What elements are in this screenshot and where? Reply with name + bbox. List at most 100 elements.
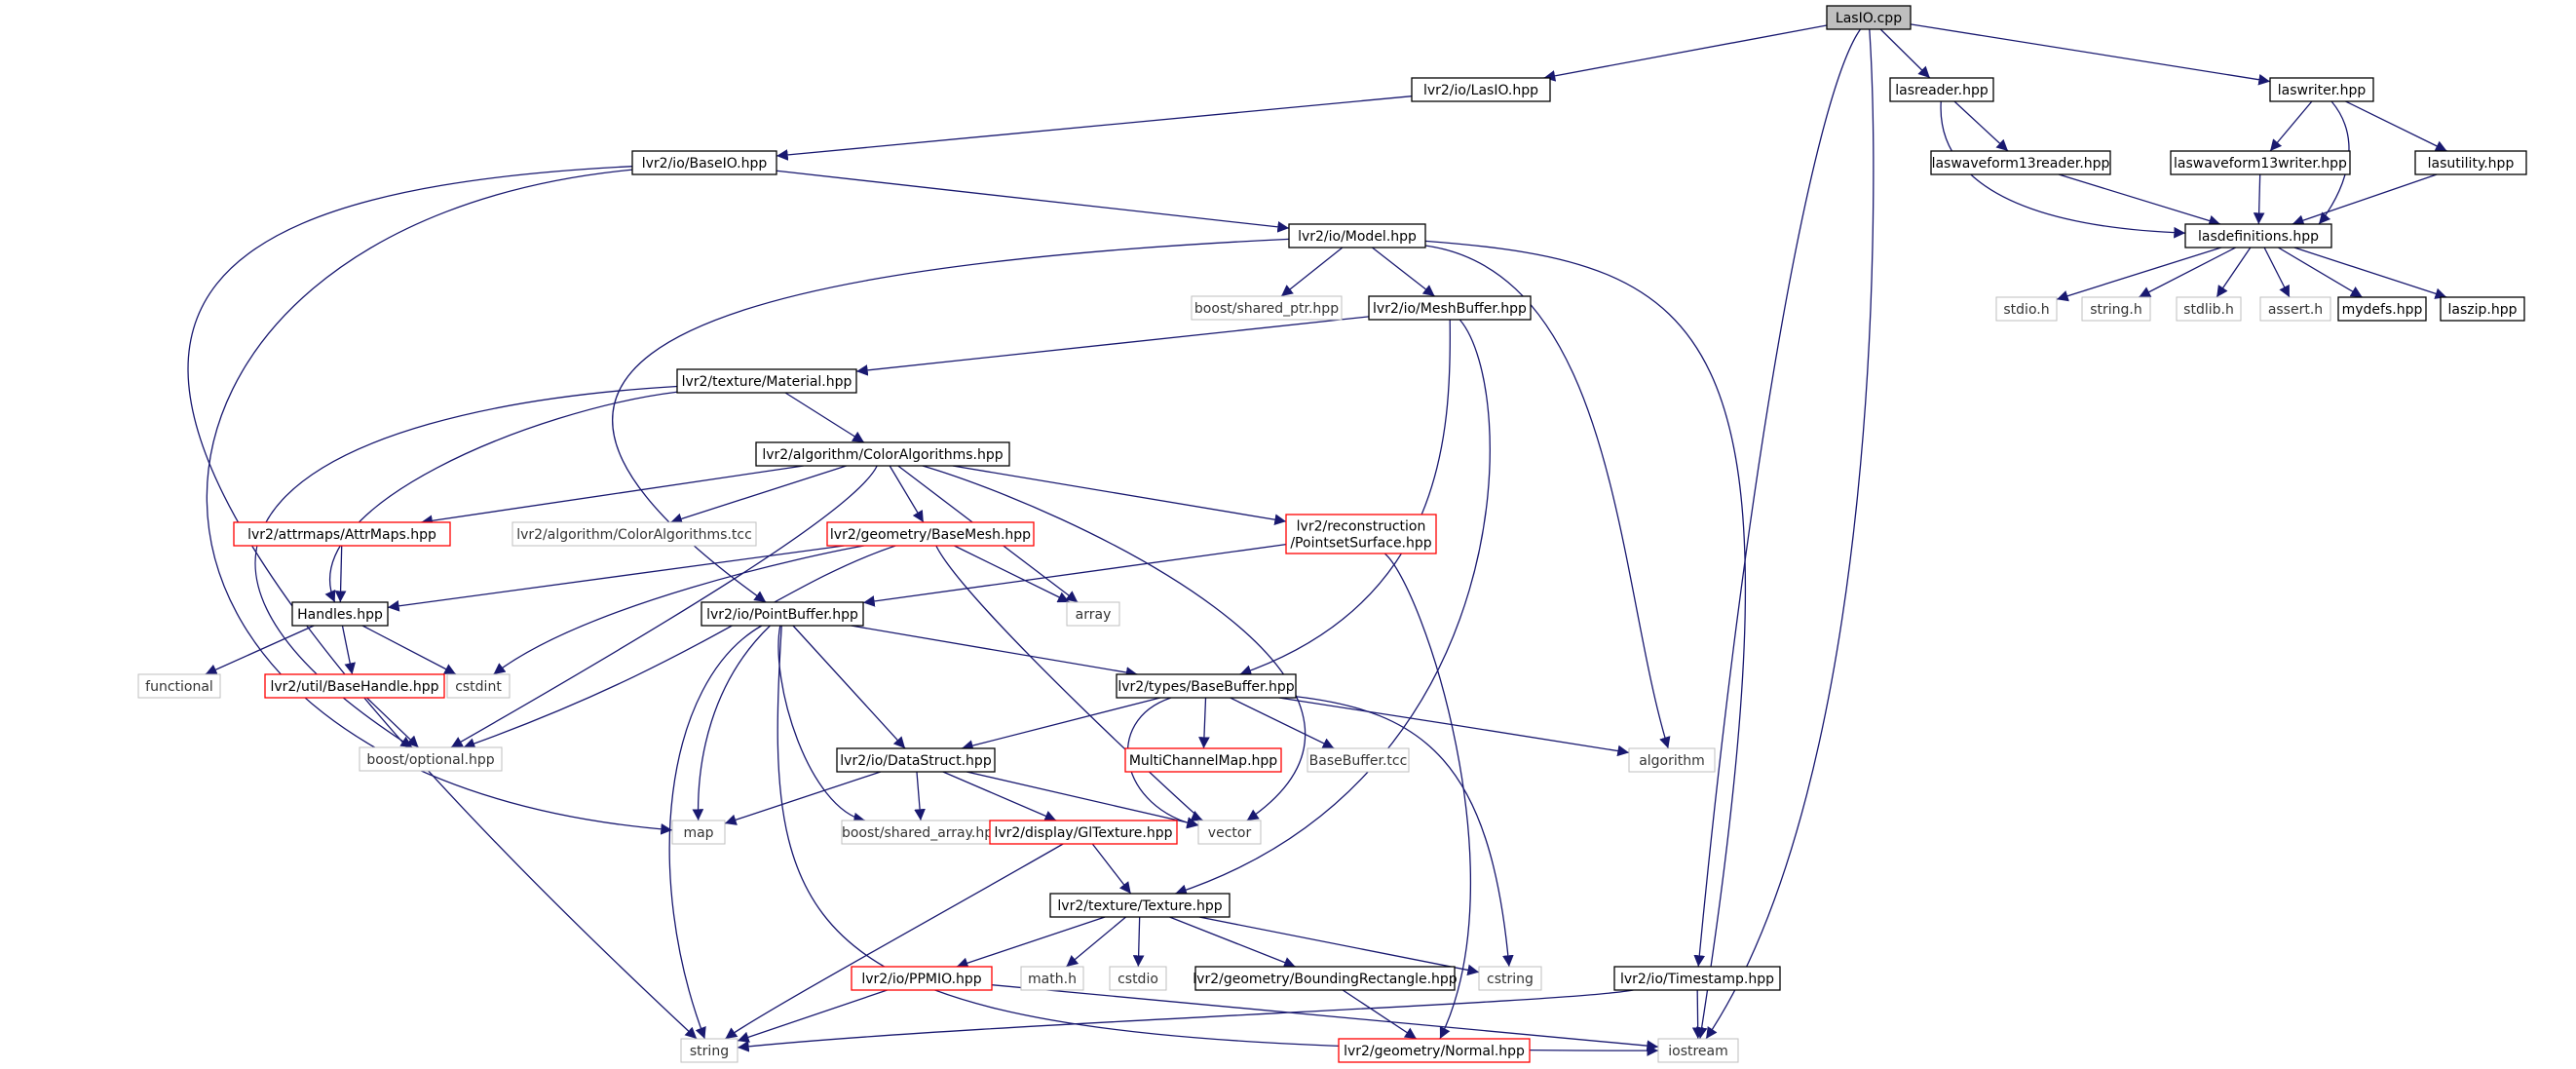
node-baseio[interactable]: lvr2/io/BaseIO.hpp [631,150,777,175]
node-lasio_cpp[interactable]: LasIO.cpp [1826,5,1912,30]
node-label-lasreader: lasreader.hpp [1895,83,1989,98]
node-laszip[interactable]: laszip.hpp [2440,296,2525,322]
node-box-basebuffer_tcc [1307,747,1410,773]
edge-basebuffer-to-algorithm [1278,697,1630,757]
edge-lasio_cpp-to-lasreader [1879,28,1931,79]
node-box-handles [291,601,389,627]
edge-basemesh-to-vector [935,545,1203,821]
node-label-texture: lvr2/texture/Texture.hpp [1057,898,1222,914]
node-box-mydefs [2337,296,2427,322]
node-cstring[interactable]: cstring [1478,966,1542,991]
node-label-material: lvr2/texture/Material.hpp [682,374,852,390]
node-box-cstdio [1109,966,1167,991]
node-cstdint[interactable]: cstdint [446,673,511,699]
node-box-boundingrect [1194,966,1456,991]
node-normal[interactable]: lvr2/geometry/Normal.hpp [1338,1038,1531,1063]
node-iostream[interactable]: iostream [1657,1038,1739,1063]
node-label-cstdint: cstdint [455,679,502,695]
node-handles[interactable]: Handles.hpp [291,601,389,627]
edge-boundingrect-to-normal [1342,989,1418,1040]
node-ppmio[interactable]: lvr2/io/PPMIO.hpp [851,966,993,991]
node-functional[interactable]: functional [137,673,221,699]
node-meshbuffer[interactable]: lvr2/io/MeshBuffer.hpp [1368,295,1532,321]
node-box-lasutility [2414,150,2527,175]
node-label-model: lvr2/io/Model.hpp [1298,229,1417,245]
node-box-string_h [2081,296,2151,322]
node-gltexture[interactable]: lvr2/display/GlTexture.hpp [989,820,1178,845]
node-array[interactable]: array [1066,601,1120,627]
node-label-math_h: math.h [1028,972,1077,987]
edge-pointset-to-normal [1383,553,1471,1040]
node-algorithm[interactable]: algorithm [1628,747,1716,773]
node-box-model [1288,223,1426,248]
node-basebuffer[interactable]: lvr2/types/BaseBuffer.hpp [1116,673,1297,699]
edge-basebuffer-to-multichan [1198,697,1210,749]
node-assert_h[interactable]: assert.h [2259,296,2331,322]
node-box-math_h [1020,966,1084,991]
edge-baseio-to-map [206,169,673,835]
node-cstdio[interactable]: cstdio [1109,966,1167,991]
node-lasw13w[interactable]: laswaveform13writer.hpp [2170,150,2351,175]
edge-coloralg-to-basemesh [889,465,925,523]
edge-material-to-handles [324,391,678,603]
node-material[interactable]: lvr2/texture/Material.hpp [676,368,857,394]
node-math_h[interactable]: math.h [1020,966,1084,991]
node-optional[interactable]: boost/optional.hpp [359,746,503,772]
node-label-pointset: /PointsetSurface.hpp [1290,536,1431,552]
edge-lasreader-to-lasw13r [1953,100,2009,152]
node-map[interactable]: map [671,820,726,845]
node-box-cstdint [446,673,511,699]
node-label-lasw13r: laswaveform13reader.hpp [1932,156,2110,172]
node-shared_array[interactable]: boost/shared_array.hpp [841,820,1003,845]
node-box-shared_ptr [1191,295,1343,321]
node-box-baseio [631,150,777,175]
node-box-attrmaps [233,521,451,547]
node-model[interactable]: lvr2/io/Model.hpp [1288,223,1426,248]
node-boundingrect[interactable]: lvr2/geometry/BoundingRectangle.hpp [1193,966,1458,991]
node-lasw13r[interactable]: laswaveform13reader.hpp [1930,150,2111,175]
edge-datastruct-to-gltexture [942,771,1057,821]
edges-layer [187,23,2447,1056]
node-shared_ptr[interactable]: boost/shared_ptr.hpp [1191,295,1343,321]
node-timestamp[interactable]: lvr2/io/Timestamp.hpp [1613,966,1781,991]
edge-laswriter-to-lasutility [2345,100,2447,152]
edge-basemesh-to-handles [387,545,845,612]
node-datastruct[interactable]: lvr2/io/DataStruct.hpp [836,747,996,773]
node-string[interactable]: string [680,1038,739,1063]
node-vector[interactable]: vector [1197,820,1262,845]
node-string_h[interactable]: string.h [2081,296,2151,322]
edge-datastruct-to-vector [966,771,1199,828]
node-label-cstring: cstring [1487,972,1534,987]
node-texture[interactable]: lvr2/texture/Texture.hpp [1049,893,1231,918]
node-box-array [1066,601,1120,627]
node-label-pointbuffer: lvr2/io/PointBuffer.hpp [706,607,858,623]
node-label-coloralg: lvr2/algorithm/ColorAlgorithms.hpp [762,447,1003,463]
node-lasreader[interactable]: lasreader.hpp [1889,77,1994,102]
node-basebuffer_tcc[interactable]: BaseBuffer.tcc [1307,747,1410,773]
node-attrmaps[interactable]: lvr2/attrmaps/AttrMaps.hpp [233,521,451,547]
node-stdlib_h[interactable]: stdlib.h [2176,296,2242,322]
edge-basebuffer-to-datastruct [961,697,1161,751]
edge-texture-to-cstring [1198,916,1480,976]
node-basemesh[interactable]: lvr2/geometry/BaseMesh.hpp [826,521,1035,547]
edge-texture-to-math_h [1065,916,1127,968]
node-label-mydefs: mydefs.hpp [2342,302,2423,318]
node-basehandle[interactable]: lvr2/util/BaseHandle.hpp [264,673,445,699]
node-box-texture [1049,893,1231,918]
node-lasutility[interactable]: lasutility.hpp [2414,150,2527,175]
node-lasio_hpp[interactable]: lvr2/io/LasIO.hpp [1411,77,1551,102]
node-label-optional: boost/optional.hpp [366,752,494,768]
edge-model-to-pointbuffer [611,238,1290,603]
node-coloralg[interactable]: lvr2/algorithm/ColorAlgorithms.hpp [755,441,1010,467]
edge-datastruct-to-map [724,771,882,825]
node-lasdefs[interactable]: lasdefinitions.hpp [2184,223,2332,248]
node-multichan[interactable]: MultiChannelMap.hpp [1124,747,1282,773]
node-laswriter[interactable]: laswriter.hpp [2269,77,2374,102]
node-stdio_h[interactable]: stdio.h [1995,296,2058,322]
node-pointbuffer[interactable]: lvr2/io/PointBuffer.hpp [701,601,864,627]
edge-lasdefs-to-mydefs [2277,247,2364,298]
node-box-iostream [1657,1038,1739,1063]
node-mydefs[interactable]: mydefs.hpp [2337,296,2427,322]
node-coloralg_tcc[interactable]: lvr2/algorithm/ColorAlgorithms.tcc [511,521,757,547]
node-pointset[interactable]: lvr2/reconstruction/PointsetSurface.hpp [1285,514,1437,554]
